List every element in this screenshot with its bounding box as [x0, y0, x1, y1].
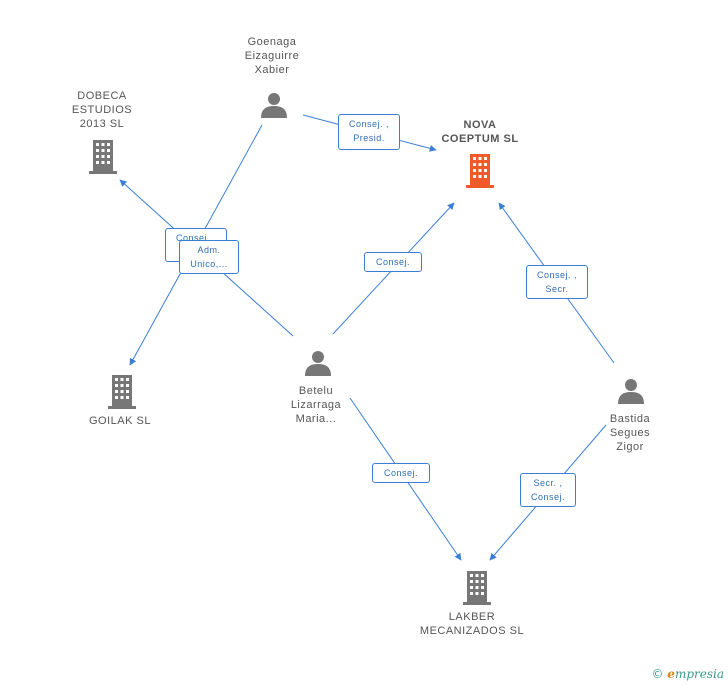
brand-footer: © empresia — [651, 667, 724, 681]
building-icon[interactable] — [88, 140, 118, 174]
building-icon[interactable] — [462, 571, 492, 605]
node-label-dobeca[interactable]: DOBECA ESTUDIOS 2013 SL — [71, 90, 133, 130]
person-icon[interactable] — [260, 91, 288, 119]
building-icon[interactable] — [107, 375, 137, 409]
node-label-bastida[interactable]: Bastida Segues Zigor — [609, 413, 651, 453]
person-icon[interactable] — [304, 349, 332, 377]
person-icon[interactable] — [617, 377, 645, 405]
edge-label-goenaga-nova[interactable]: Consej. , Presid. — [338, 114, 400, 150]
edge-label-adm-unico[interactable]: Adm. Unico,... — [179, 240, 239, 274]
brand-initial: e — [667, 667, 675, 681]
node-label-betelu[interactable]: Betelu Lizarraga Maria... — [290, 385, 342, 425]
edge-label-betelu-lakber[interactable]: Consej. — [372, 463, 430, 483]
edge-label-betelu-nova[interactable]: Consej. — [364, 252, 422, 272]
node-label-goenaga[interactable]: Goenaga Eizaguirre Xabier — [244, 36, 300, 76]
edge-label-bastida-lakber[interactable]: Secr. , Consej. — [520, 473, 576, 507]
node-label-goilak[interactable]: GOILAK SL — [89, 415, 151, 427]
edge-label-bastida-nova[interactable]: Consej. , Secr. — [526, 265, 588, 299]
brand-name: mpresia — [674, 667, 724, 681]
building-icon-main[interactable] — [465, 154, 495, 188]
copyright-symbol: © — [651, 667, 664, 681]
node-label-lakber[interactable]: LAKBER MECANIZADOS SL — [419, 611, 525, 637]
node-label-nova[interactable]: NOVA COEPTUM SL — [441, 119, 519, 145]
